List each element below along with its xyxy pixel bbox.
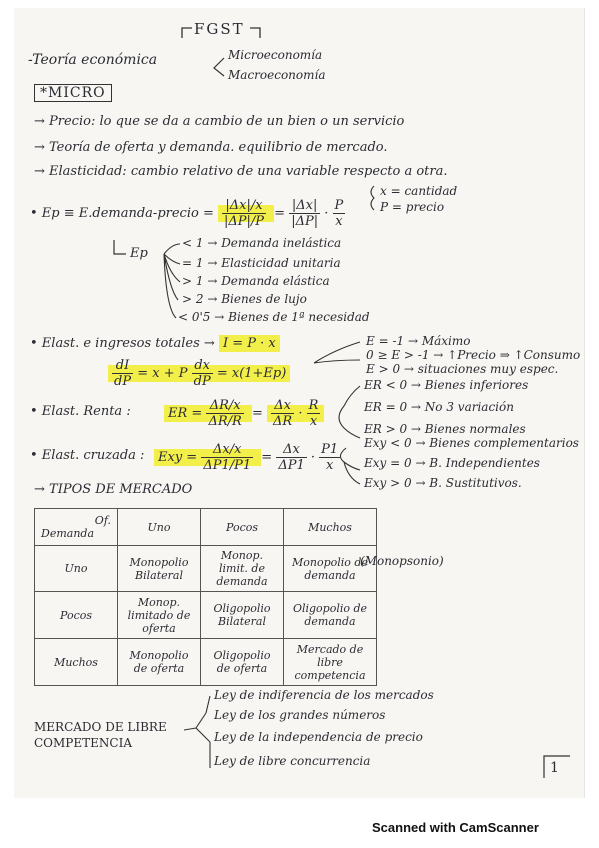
- ingresos-note-1: E = -1 → Máximo: [366, 334, 471, 348]
- cruzada-case-3: Exy > 0 → B. Sustitutivos.: [364, 476, 522, 490]
- ep-case-5: < 0'5 → Bienes de 1ª necesidad: [178, 310, 370, 324]
- ep-case-4: > 2 → Bienes de lujo: [182, 292, 307, 306]
- table-cell: Monopolio de demanda: [283, 545, 377, 592]
- concept-supply-demand: → Teoría de oferta y demanda. equilibrio…: [34, 140, 388, 155]
- cruzada-case-2: Exy = 0 → B. Independientes: [364, 456, 540, 470]
- economic-theory-label: -Teoría económica: [28, 52, 158, 68]
- page-number: 1: [550, 760, 559, 776]
- renta-case-3: ER > 0 → Bienes normales: [364, 422, 526, 436]
- ep-branch-label: Ep: [130, 246, 148, 261]
- ep-definition: • Ep ≡ E.demanda-precio = |Δx|/x|ΔP|/P =…: [30, 198, 346, 229]
- table-cell: Oligopolio de demanda: [283, 591, 377, 639]
- row-label-uno: Uno: [34, 545, 118, 592]
- ep-highlight: |Δx|/x|ΔP|/P: [217, 198, 275, 229]
- legend-x: x = cantidad: [380, 184, 458, 198]
- concept-price: → Precio: lo que se da a cambio de un bi…: [34, 114, 405, 129]
- notebook-page: FGST -Teoría económica Microeconomía Mac…: [14, 8, 585, 798]
- table-cell: Monopolio de oferta: [117, 638, 201, 686]
- ep-fraction-2: |Δx||ΔP|: [289, 198, 321, 229]
- ingresos-note-3: E > 0 → situaciones muy espec.: [366, 362, 559, 376]
- ep-fraction-1: |Δx|/x|ΔP|/P: [221, 198, 267, 229]
- market-types-heading: → TIPOS DE MERCADO: [34, 482, 193, 497]
- table-cell: Monop. limit. de demanda: [200, 545, 284, 592]
- ep-case-3: > 1 → Demanda elástica: [182, 274, 330, 288]
- row-label-muchos: Muchos: [34, 638, 118, 686]
- table-cell: Oligopolio Bilateral: [200, 591, 284, 639]
- ep-lhs: • Ep ≡ E.demanda-precio =: [30, 206, 214, 221]
- col-header-muchos: Muchos: [283, 508, 377, 546]
- ingresos-formula: I = P · x: [218, 335, 280, 352]
- law-4: Ley de libre concurrencia: [214, 754, 371, 768]
- table-header-row: Of. Demanda Uno Pocos Muchos: [34, 508, 377, 546]
- branch-macro: Macroeconomía: [228, 68, 326, 82]
- legend-p: P = precio: [380, 200, 445, 214]
- table-cell: Mercado de libre competencia: [283, 638, 377, 686]
- law-2: Ley de los grandes números: [214, 708, 386, 722]
- table-row: Uno Monopolio Bilateral Monop. limit. de…: [34, 545, 377, 592]
- renta-label: • Elast. Renta :: [30, 404, 131, 419]
- section-micro-box: *MICRO: [34, 84, 112, 102]
- col-header-uno: Uno: [117, 508, 201, 546]
- ep-case-1: < 1 → Demanda inelástica: [182, 236, 342, 250]
- branch-micro: Microeconomía: [228, 48, 323, 62]
- law-3: Ley de la independencia de precio: [214, 730, 423, 744]
- table-cell: Oligopolio de oferta: [200, 638, 284, 686]
- table-cell: Monopolio Bilateral: [117, 545, 201, 592]
- renta-case-1: ER < 0 → Bienes inferiores: [364, 378, 529, 392]
- scanner-watermark: Scanned with CamScanner: [372, 820, 539, 835]
- law-1: Ley de indiferencia de los mercados: [214, 688, 434, 702]
- table-row: Pocos Monop. limitado de oferta Oligopol…: [34, 591, 377, 639]
- concept-elasticity: → Elasticidad: cambio relativo de una va…: [34, 164, 448, 179]
- col-header-pocos: Pocos: [200, 508, 284, 546]
- renta-case-2: ER = 0 → No 3 variación: [364, 400, 514, 414]
- free-market-label-1: MERCADO DE LIBRE: [34, 720, 167, 734]
- monopsonio-note: (Monopsonio): [360, 554, 444, 568]
- table-corner-cell: Of. Demanda: [34, 508, 118, 546]
- ingresos-label: • Elast. e ingresos totales → I = P · x: [30, 335, 280, 352]
- page-title: FGST: [194, 20, 245, 38]
- ingresos-note-2: 0 ≥ E > -1 → ↑Precio ⇒ ↑Consumo: [366, 348, 581, 362]
- cruzada-case-1: Exy < 0 → Bienes complementarios: [364, 436, 579, 450]
- ep-case-2: = 1 → Elasticidad unitaria: [182, 256, 341, 270]
- free-market-label-2: COMPETENCIA: [34, 736, 132, 750]
- row-label-pocos: Pocos: [34, 591, 118, 639]
- market-types-table: Of. Demanda Uno Pocos Muchos Uno Monopol…: [34, 508, 377, 686]
- table-row: Muchos Monopolio de oferta Oligopolio de…: [34, 638, 377, 686]
- cruzada-label: • Elast. cruzada :: [30, 448, 145, 463]
- pen-strokes: [113, 27, 570, 778]
- table-cell: Monop. limitado de oferta: [117, 591, 201, 639]
